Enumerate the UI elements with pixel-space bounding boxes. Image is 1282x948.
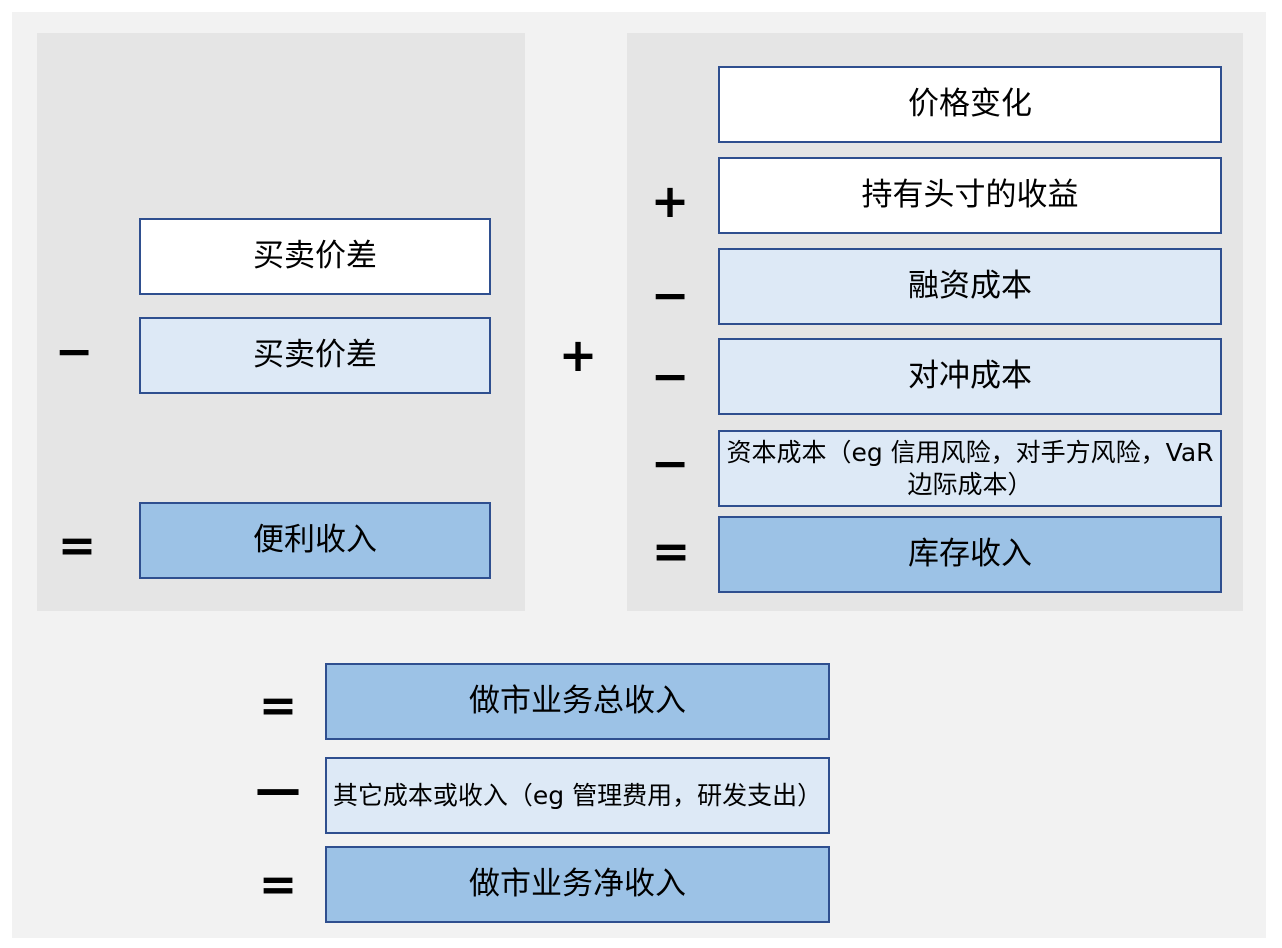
bottom-equals-operator-2: = (258, 857, 298, 911)
right-plus-operator: + (650, 174, 690, 228)
left-minus-operator: − (54, 324, 94, 378)
left-equals-operator: = (57, 518, 97, 572)
left-box-bid-ask-spread-1: 买卖价差 (139, 218, 491, 295)
right-box-position-gain: 持有头寸的收益 (718, 157, 1222, 234)
right-box-capital-cost: 资本成本（eg 信用风险，对手方风险，VaR边际成本） (718, 430, 1222, 507)
right-box-hedging-cost: 对冲成本 (718, 338, 1222, 415)
bottom-box-other-costs-income: 其它成本或收入（eg 管理费用，研发支出） (325, 757, 830, 834)
right-minus-operator-2: − (650, 349, 690, 403)
center-plus-operator: + (558, 328, 598, 382)
bottom-equals-operator-1: = (258, 678, 298, 732)
right-box-funding-cost: 融资成本 (718, 248, 1222, 325)
right-minus-operator-1: − (650, 268, 690, 322)
left-box-convenience-income: 便利收入 (139, 502, 491, 579)
bottom-box-gross-market-making-income: 做市业务总收入 (325, 663, 830, 740)
right-equals-operator: = (651, 524, 691, 578)
bottom-minus-operator: — (255, 762, 301, 816)
right-box-inventory-income: 库存收入 (718, 516, 1222, 593)
right-box-price-change: 价格变化 (718, 66, 1222, 143)
bottom-box-net-market-making-income: 做市业务净收入 (325, 846, 830, 923)
left-box-bid-ask-spread-2: 买卖价差 (139, 317, 491, 394)
right-minus-operator-3: − (650, 436, 690, 490)
